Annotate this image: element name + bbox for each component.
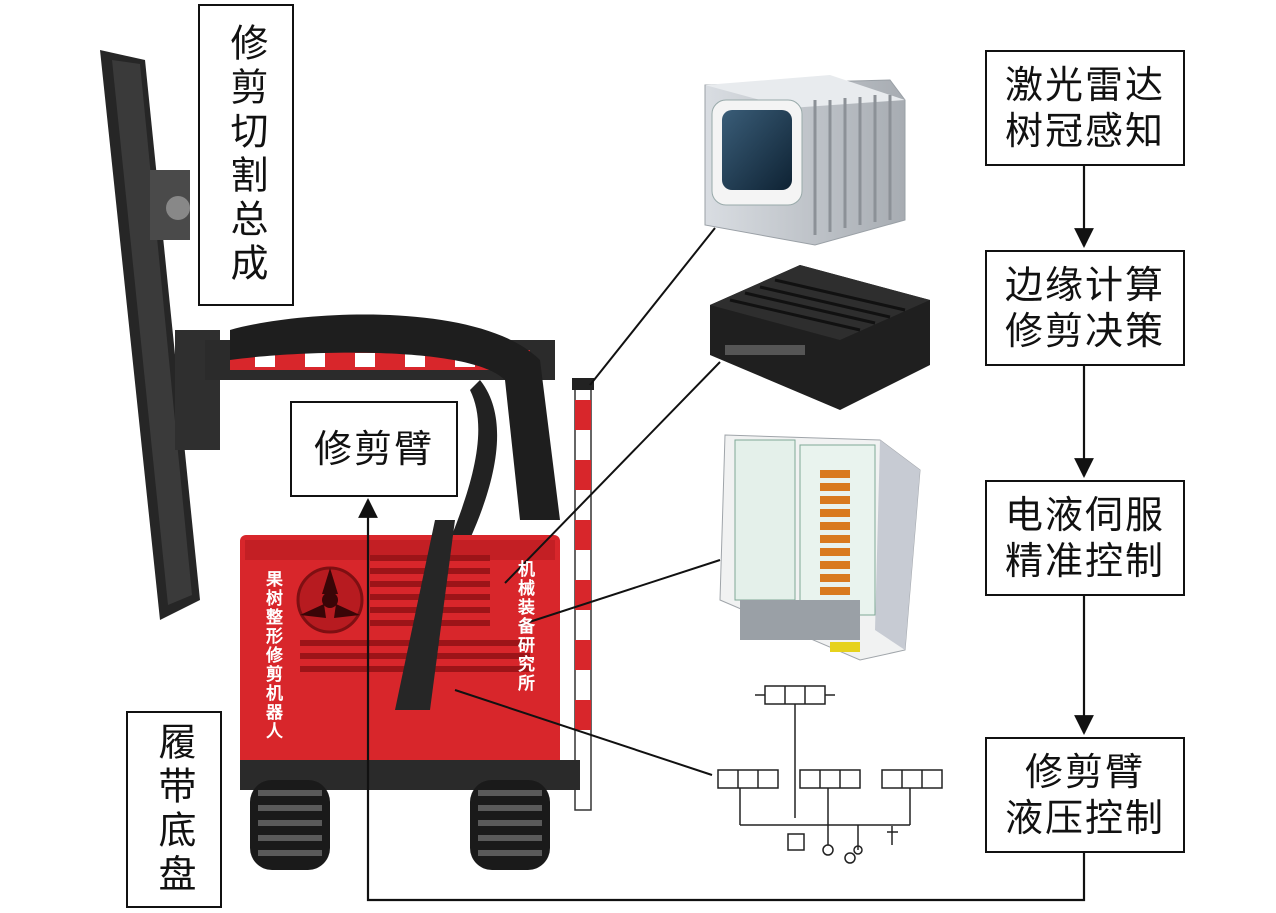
flow-step-line2: 液压控制 bbox=[1004, 796, 1165, 840]
crawler-chassis-label: 履带底盘 bbox=[152, 721, 196, 898]
flow-step-hydraulic-control: 修剪臂 液压控制 bbox=[985, 737, 1185, 853]
cutting-bar-illustration bbox=[100, 50, 220, 620]
leader-lines bbox=[454, 227, 721, 776]
flow-step-line2: 修剪决策 bbox=[1004, 309, 1165, 353]
flow-step-line1: 边缘计算 bbox=[1004, 263, 1165, 307]
flow-arrows bbox=[358, 165, 1094, 902]
flow-step-line1: 电液伺服 bbox=[1004, 493, 1165, 537]
lidar-device-illustration bbox=[704, 75, 906, 246]
institute-side-text: 机械装备研究所 bbox=[514, 560, 534, 693]
robot-body-illustration bbox=[240, 378, 594, 811]
crawler-tracks-illustration bbox=[240, 760, 580, 870]
cutting-assembly-label: 修剪切割总成 bbox=[224, 23, 268, 287]
flow-step-lidar-perception: 激光雷达 树冠感知 bbox=[985, 50, 1185, 166]
flow-step-line1: 修剪臂 bbox=[1024, 750, 1145, 794]
flow-step-line2: 精准控制 bbox=[1004, 539, 1165, 583]
flow-step-line1: 激光雷达 bbox=[1004, 63, 1165, 107]
plc-controller-illustration bbox=[719, 434, 921, 661]
trimming-arm-label: 修剪臂 bbox=[313, 427, 434, 471]
cutting-assembly-label-box: 修剪切割总成 bbox=[198, 4, 294, 306]
crawler-chassis-label-box: 履带底盘 bbox=[126, 711, 222, 908]
flow-step-servo-control: 电液伺服 精准控制 bbox=[985, 480, 1185, 596]
edge-computer-illustration bbox=[710, 265, 930, 410]
flow-step-edge-decision: 边缘计算 修剪决策 bbox=[985, 250, 1185, 366]
flow-step-line2: 树冠感知 bbox=[1004, 109, 1165, 153]
trimming-arm-label-box: 修剪臂 bbox=[290, 401, 458, 497]
arm-illustration bbox=[205, 314, 560, 600]
robot-side-text: 果树整形修剪机器人 bbox=[262, 570, 282, 741]
hydraulic-schematic-illustration bbox=[717, 685, 943, 864]
